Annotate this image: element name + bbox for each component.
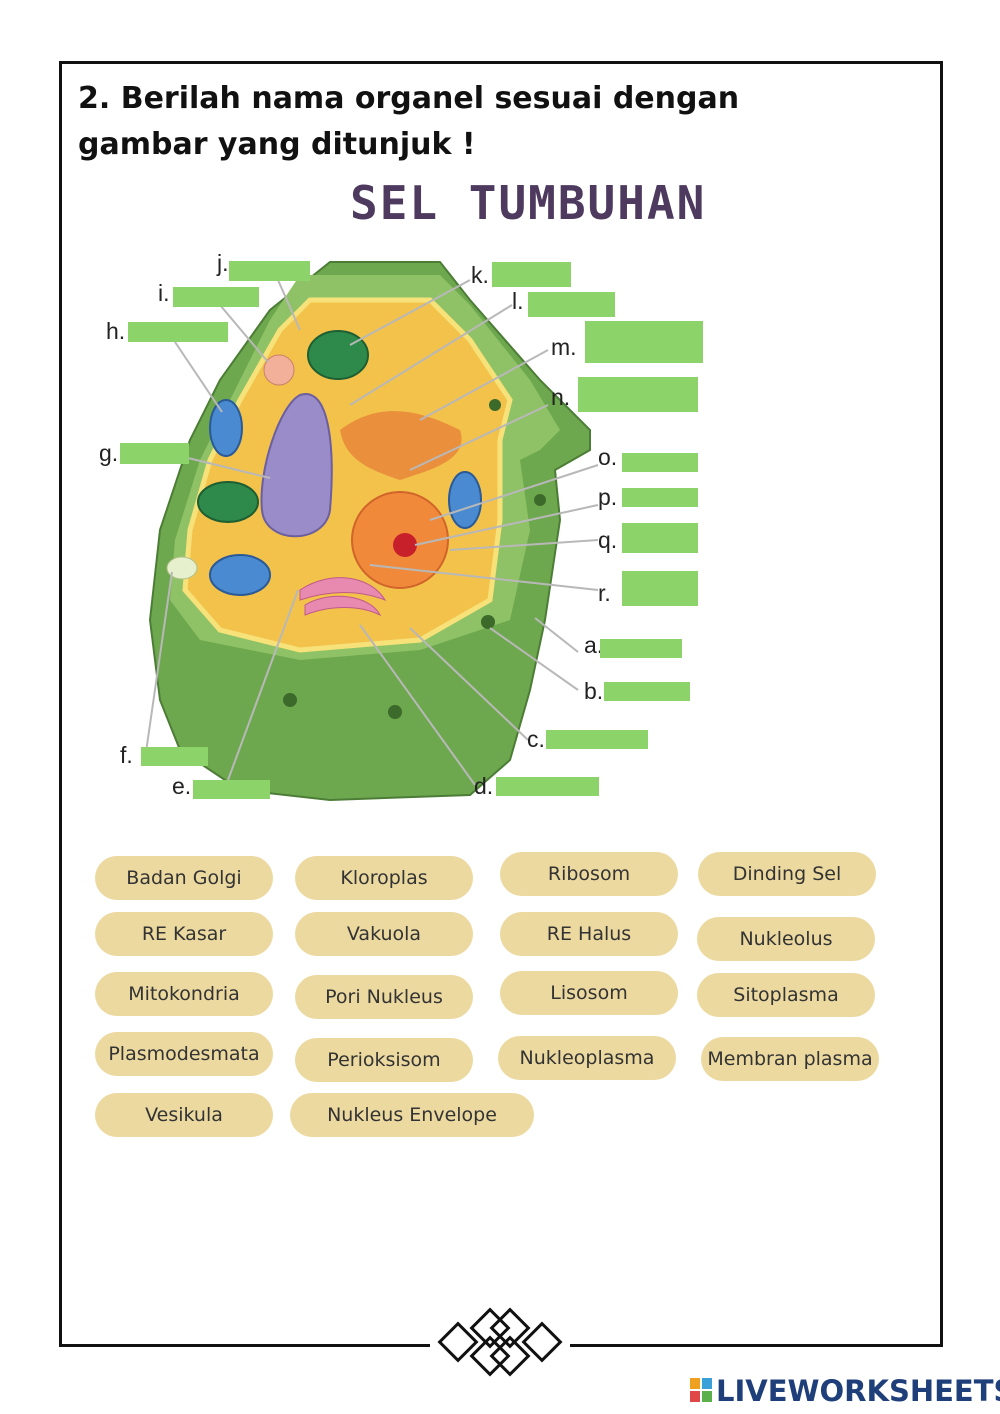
drop-box-p[interactable]	[622, 488, 698, 507]
label-h: h.	[106, 318, 125, 345]
drop-box-k[interactable]	[492, 262, 571, 287]
label-i: i.	[158, 280, 170, 307]
drop-box-j[interactable]	[229, 261, 310, 281]
answer-pill[interactable]: Perioksisom	[295, 1038, 473, 1082]
drop-box-c[interactable]	[546, 730, 648, 749]
answer-pill[interactable]: Kloroplas	[295, 856, 473, 900]
label-l: l.	[512, 288, 524, 315]
answer-pill[interactable]: Dinding Sel	[698, 852, 876, 896]
brand-name: LIVEWORKSHEETS	[716, 1374, 1000, 1408]
answer-pill[interactable]: Plasmodesmata	[95, 1032, 273, 1076]
drop-box-g[interactable]	[120, 443, 189, 464]
drop-box-q[interactable]	[622, 523, 698, 553]
label-p: p.	[598, 484, 617, 511]
answer-pill[interactable]: Badan Golgi	[95, 856, 273, 900]
drop-box-f[interactable]	[141, 747, 208, 766]
answer-pill[interactable]: Ribosom	[500, 852, 678, 896]
drop-box-e[interactable]	[193, 780, 270, 799]
drop-box-i[interactable]	[173, 287, 259, 307]
answer-pill[interactable]: Sitoplasma	[697, 973, 875, 1017]
label-g: g.	[99, 440, 118, 467]
answer-pill[interactable]: Lisosom	[500, 971, 678, 1015]
answer-pill[interactable]: Mitokondria	[95, 972, 273, 1016]
drop-box-d[interactable]	[496, 777, 599, 796]
label-q: q.	[598, 527, 617, 554]
drop-box-m[interactable]	[585, 321, 703, 363]
label-r: r.	[598, 580, 611, 607]
drop-box-o[interactable]	[622, 453, 698, 472]
drop-box-a[interactable]	[600, 639, 682, 658]
drop-box-r[interactable]	[622, 571, 698, 606]
label-o: o.	[598, 444, 617, 471]
label-c: c.	[527, 726, 545, 753]
answer-pill[interactable]: Vakuola	[295, 912, 473, 956]
decorative-ornament	[430, 1305, 570, 1380]
label-f: f.	[120, 742, 133, 769]
diamond-ornament-icon	[430, 1305, 570, 1380]
label-e: e.	[172, 773, 191, 800]
drop-box-b[interactable]	[604, 682, 690, 701]
label-b: b.	[584, 678, 603, 705]
drop-box-l[interactable]	[528, 292, 615, 317]
answer-pill[interactable]: Nukleus Envelope	[290, 1093, 534, 1137]
liveworksheets-logo-icon	[690, 1378, 712, 1402]
label-d: d.	[474, 773, 493, 800]
answer-pill[interactable]: RE Halus	[500, 912, 678, 956]
label-m: m.	[551, 334, 577, 361]
answer-pill[interactable]: Vesikula	[95, 1093, 273, 1137]
label-n: n.	[551, 384, 570, 411]
label-j: j.	[217, 250, 229, 277]
drop-box-n[interactable]	[578, 377, 698, 412]
answer-pill[interactable]: Nukleoplasma	[498, 1036, 676, 1080]
drop-box-h[interactable]	[128, 322, 228, 342]
label-k: k.	[471, 262, 489, 289]
answer-pill[interactable]: Pori Nukleus	[295, 975, 473, 1019]
answer-pill[interactable]: Membran plasma	[701, 1037, 879, 1081]
answer-pill[interactable]: RE Kasar	[95, 912, 273, 956]
answer-pill[interactable]: Nukleolus	[697, 917, 875, 961]
